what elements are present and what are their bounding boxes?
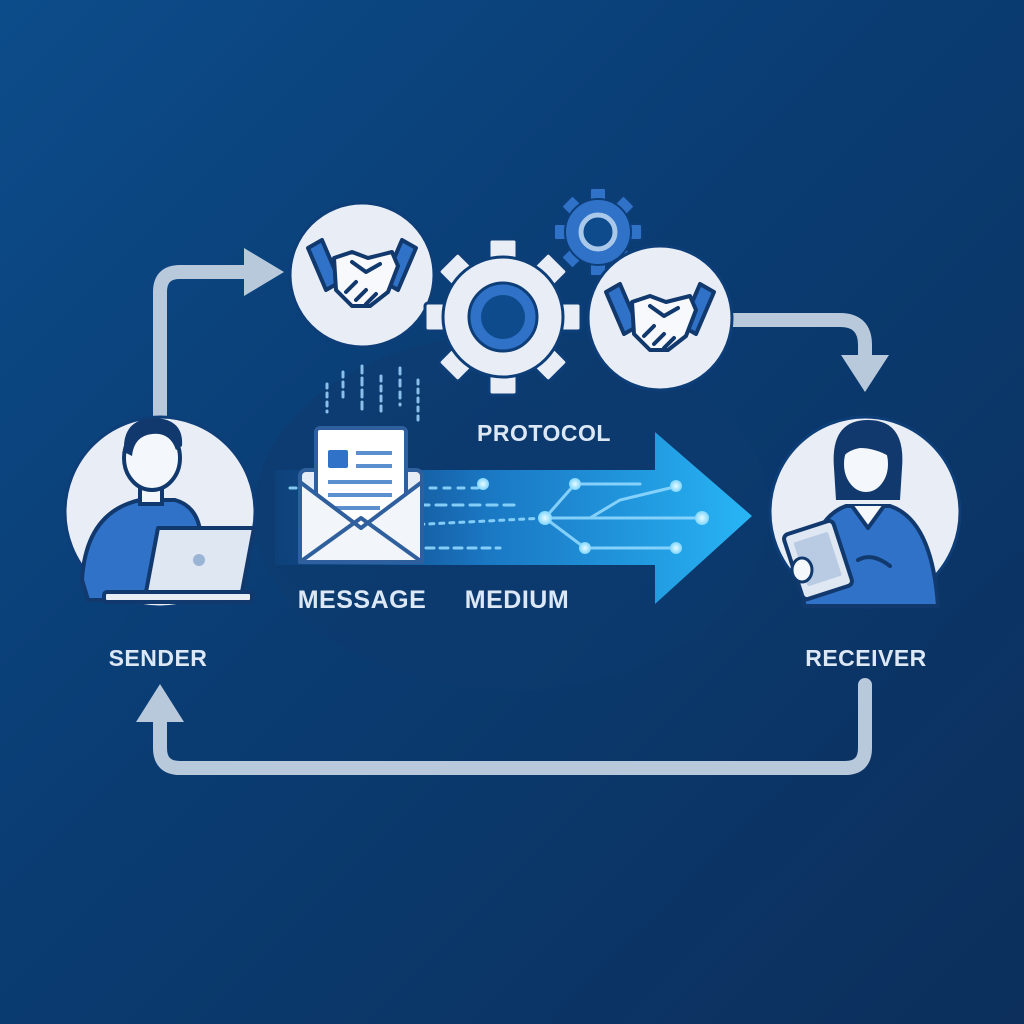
gear-icon: [423, 237, 583, 397]
receiver-label: RECEIVER: [805, 645, 927, 671]
protocol-label: PROTOCOL: [477, 420, 611, 446]
arrowhead-down-icon: [841, 355, 889, 392]
flow-arrow-receiver-to-sender: [153, 678, 872, 775]
flow-arrow-protocol-to-receiver: [721, 313, 872, 367]
protocol-handshake-right: [586, 244, 734, 392]
person-tablet-icon: [782, 420, 940, 608]
person-laptop-icon: [80, 418, 256, 604]
sender-node: [63, 415, 257, 609]
handshake-icon: [604, 282, 716, 352]
arrowhead-up-icon: [136, 684, 184, 722]
envelope-document-icon: [298, 364, 424, 564]
flow-arrow-sender-to-protocol: [153, 265, 257, 427]
arrowhead-right-icon: [244, 248, 284, 296]
protocol-gear-small: [553, 187, 643, 277]
handshake-icon: [306, 238, 418, 308]
receiver-node: [768, 415, 962, 609]
protocol-handshake-left: [288, 201, 436, 349]
protocol-gear-large: [423, 237, 583, 397]
medium-label: MEDIUM: [465, 586, 569, 614]
message-label: MESSAGE: [298, 586, 427, 614]
gear-icon: [553, 187, 643, 277]
sender-label: SENDER: [109, 645, 208, 671]
